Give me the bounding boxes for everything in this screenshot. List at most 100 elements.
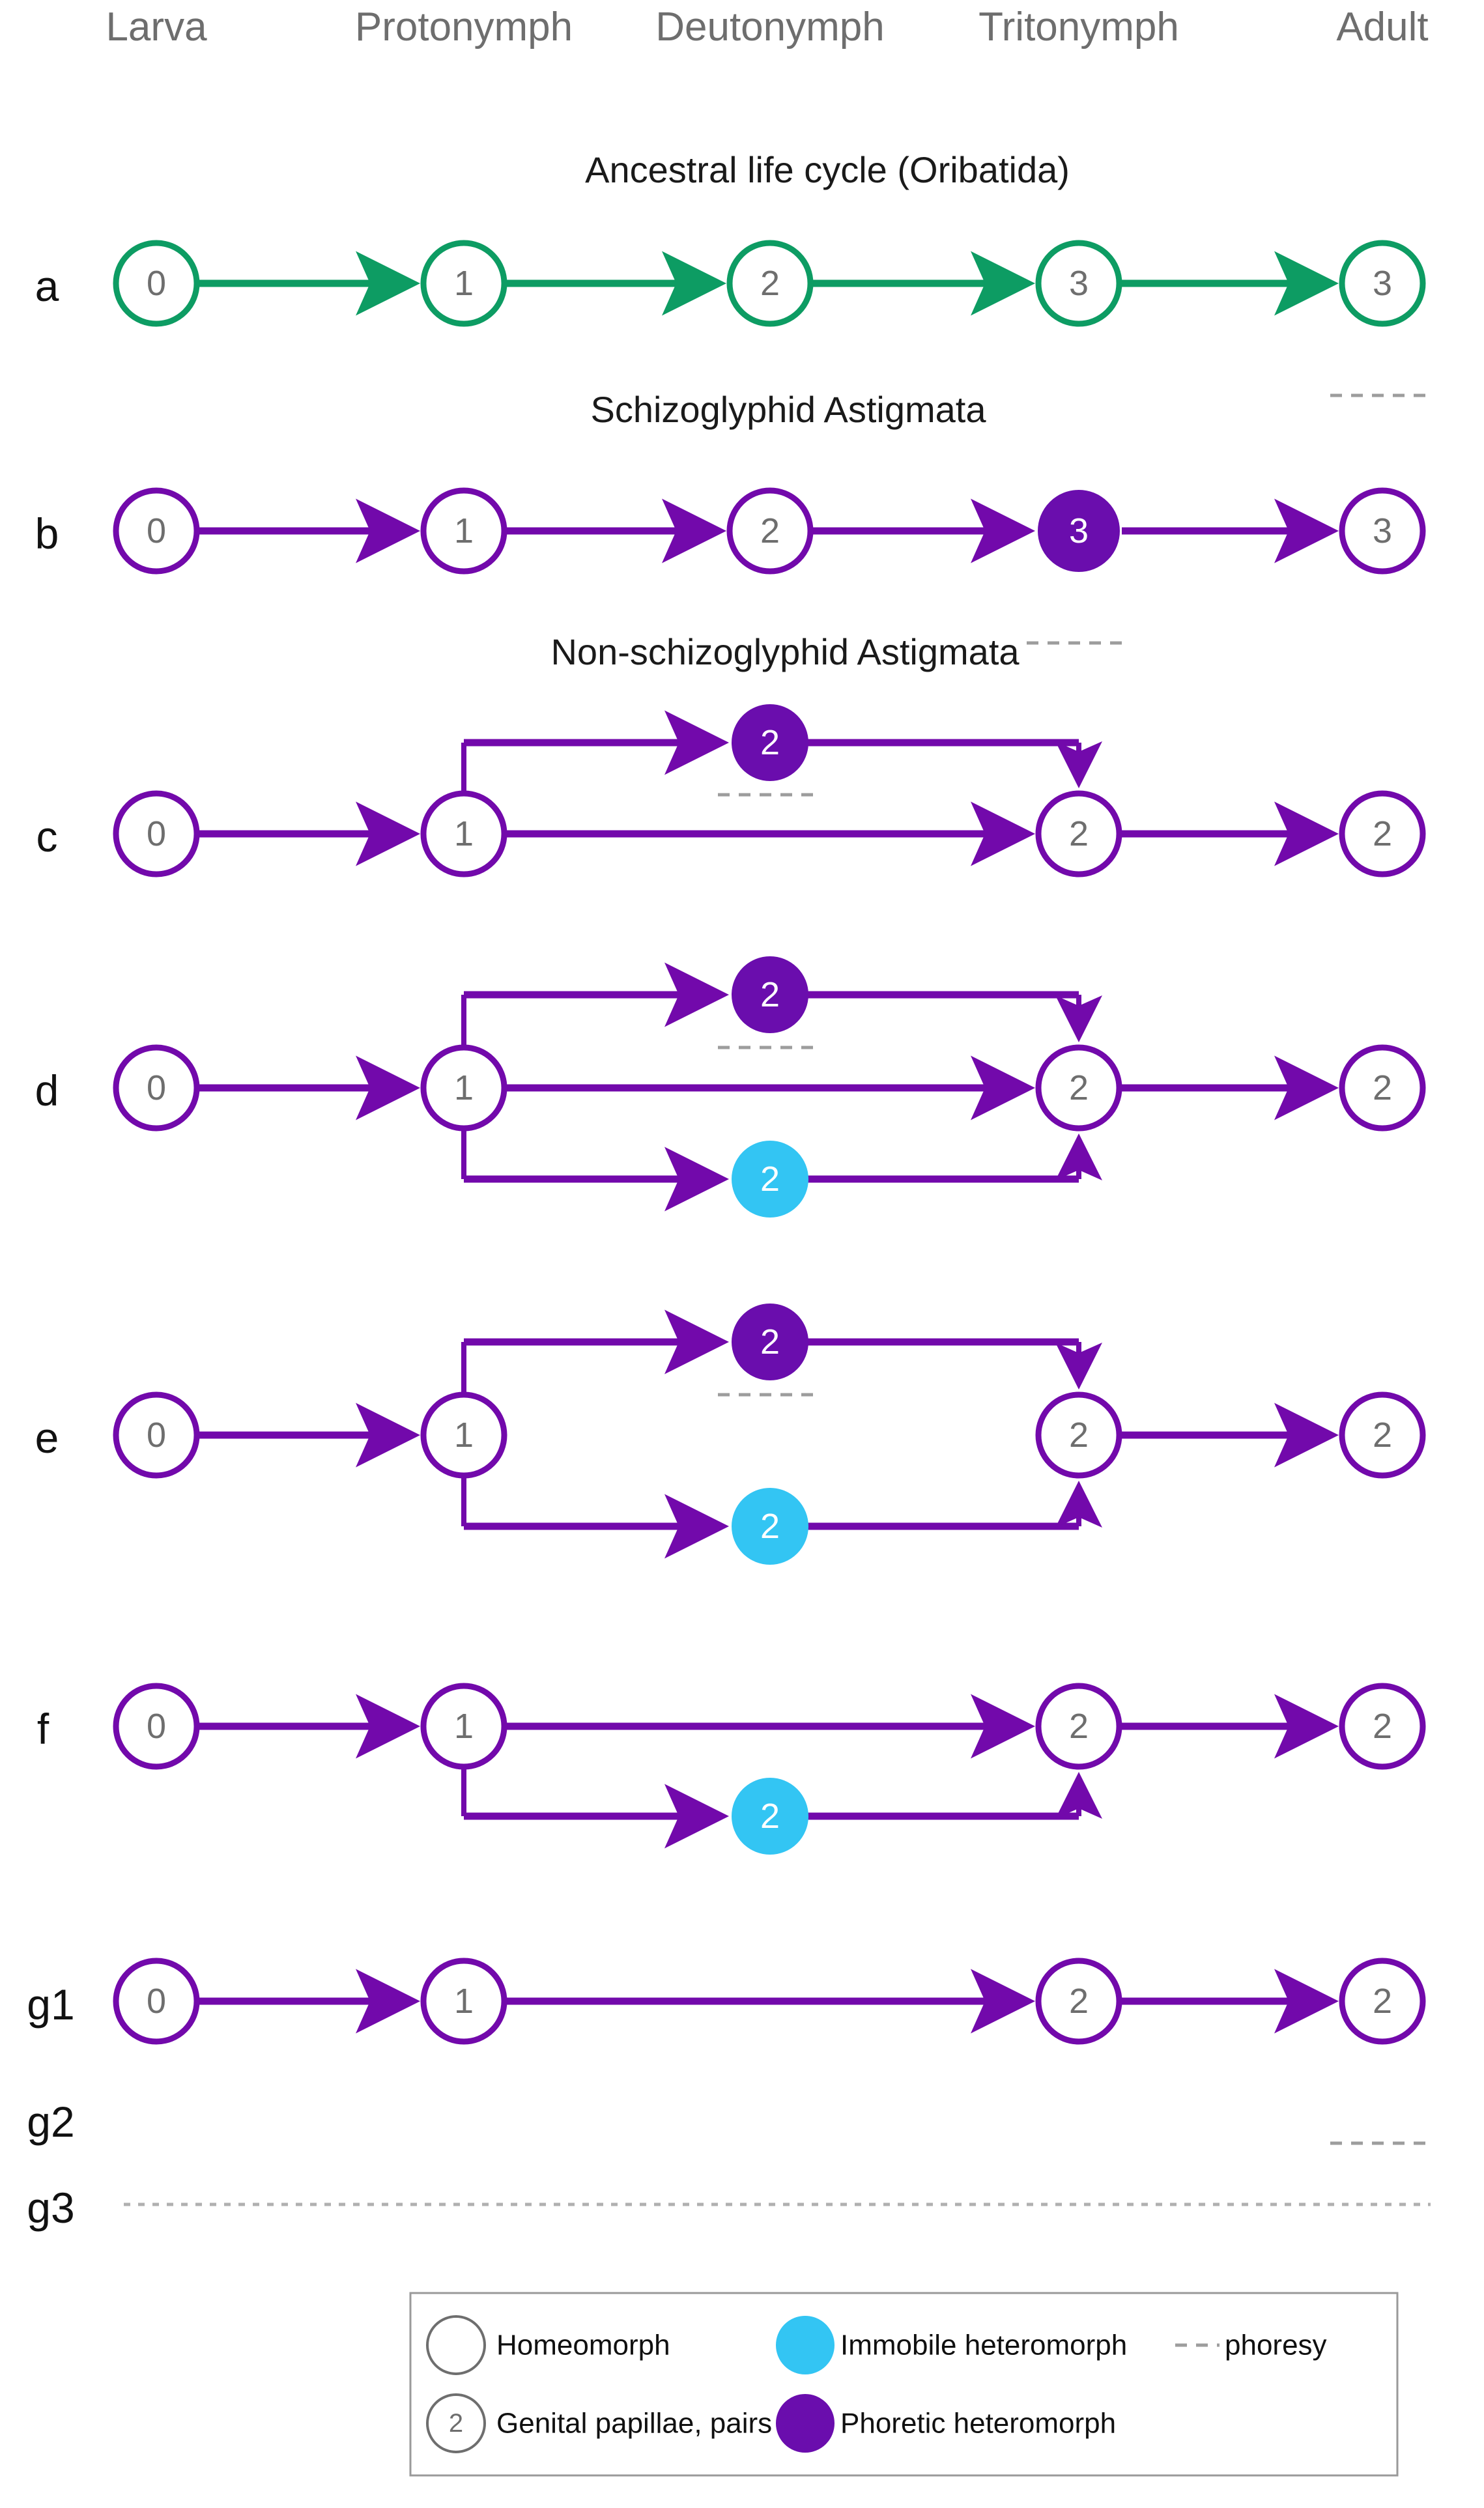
node-e-protonymph[interactable] (420, 1391, 507, 1479)
node-value-d-branch-0: 2 (760, 975, 780, 1014)
node-value-f-branch-0: 2 (760, 1797, 780, 1836)
node-e-branch-phoretic[interactable] (732, 1304, 808, 1380)
node-value-e-tritonymph: 2 (1069, 1416, 1089, 1455)
node-value-d-adult: 2 (1373, 1068, 1392, 1107)
node-value-e-adult: 2 (1373, 1416, 1392, 1455)
node-value-e-branch-1: 2 (760, 1507, 780, 1546)
legend-marker-value-genital-papillae: 2 (449, 2409, 463, 2438)
node-b-protonymph[interactable] (420, 487, 507, 575)
node-a-larva[interactable] (113, 240, 200, 327)
node-d-branch-phoretic[interactable] (732, 956, 808, 1033)
node-f-branch-immobile[interactable] (732, 1778, 808, 1855)
node-b-tritonymph[interactable] (1038, 490, 1120, 572)
node-value-e-branch-0: 2 (760, 1322, 780, 1361)
node-value-d-protonymph: 1 (454, 1068, 474, 1107)
node-value-c-tritonymph: 2 (1069, 814, 1089, 853)
node-c-protonymph[interactable] (420, 790, 507, 877)
node-value-a-adult: 3 (1373, 264, 1392, 303)
node-value-d-branch-1: 2 (760, 1160, 780, 1199)
node-value-b-larva: 0 (147, 511, 166, 550)
node-b-larva[interactable] (113, 487, 200, 575)
row-label-a: a (35, 262, 59, 310)
row-label-b: b (35, 509, 59, 558)
node-c-adult[interactable] (1339, 790, 1426, 877)
node-d-branch-immobile[interactable] (732, 1141, 808, 1218)
node-value-f-adult: 2 (1373, 1707, 1392, 1746)
node-value-b-protonymph: 1 (454, 511, 474, 550)
legend-label-phoresy: phoresy (1225, 2330, 1327, 2361)
node-d-adult[interactable] (1339, 1044, 1426, 1132)
node-value-g1-protonymph: 1 (454, 1982, 474, 2021)
node-value-f-larva: 0 (147, 1707, 166, 1746)
legend-item-phoretic-heteromorph: Phoretic heteromorph (776, 2394, 1116, 2453)
section-titles: Ancestral life cycle (Oribatida)Schizogl… (550, 149, 1069, 672)
node-e-adult[interactable] (1339, 1391, 1426, 1479)
node-value-b-deutonymph: 2 (760, 511, 780, 550)
node-f-larva[interactable] (113, 1683, 200, 1770)
life-cycle-row-g2: g2 (27, 2098, 1434, 2146)
node-value-g1-adult: 2 (1373, 1982, 1392, 2021)
legend-label-genital-papillae: Genital papillae, pairs (496, 2408, 772, 2440)
node-g1-adult[interactable] (1339, 1958, 1426, 2045)
node-e-tritonymph[interactable] (1035, 1391, 1122, 1479)
column-header-larva: Larva (106, 5, 207, 50)
legend-label-immobile-heteromorph: Immobile heteromorph (840, 2330, 1127, 2361)
legend-box (409, 2292, 1399, 2477)
node-value-c-adult: 2 (1373, 814, 1392, 853)
node-c-larva[interactable] (113, 790, 200, 877)
node-a-protonymph[interactable] (420, 240, 507, 327)
node-value-e-larva: 0 (147, 1416, 166, 1455)
node-value-b-tritonymph: 3 (1069, 511, 1089, 550)
column-header-deutonymph: Deutonymph (655, 5, 885, 50)
row-label-g2: g2 (27, 2098, 74, 2146)
row-label-g3: g3 (27, 2184, 74, 2232)
node-value-a-larva: 0 (147, 264, 166, 303)
node-e-larva[interactable] (113, 1391, 200, 1479)
node-value-e-protonymph: 1 (454, 1416, 474, 1455)
node-a-deutonymph[interactable] (726, 240, 814, 327)
node-f-protonymph[interactable] (420, 1683, 507, 1770)
node-d-protonymph[interactable] (420, 1044, 507, 1132)
node-value-a-protonymph: 1 (454, 264, 474, 303)
node-a-adult[interactable] (1339, 240, 1426, 327)
node-c-tritonymph[interactable] (1035, 790, 1122, 877)
column-header-tritonymph: Tritonymph (978, 5, 1179, 50)
row-label-c: c (36, 812, 58, 861)
node-b-deutonymph[interactable] (726, 487, 814, 575)
legend-marker-genital-papillae-icon (426, 2393, 486, 2453)
node-d-larva[interactable] (113, 1044, 200, 1132)
legend-label-phoretic-heteromorph: Phoretic heteromorph (840, 2408, 1116, 2440)
legend-item-homeomorph: Homeomorph (426, 2315, 670, 2375)
legend-marker-phoretic-heteromorph-icon (776, 2394, 835, 2453)
node-g1-protonymph[interactable] (420, 1958, 507, 2045)
legend-item-phoresy: phoresy (1175, 2330, 1327, 2361)
legend: Homeomorph Immobile heteromorph phoresy 2 Ge… (409, 2292, 1399, 2477)
legend-label-homeomorph: Homeomorph (496, 2330, 670, 2361)
section-title-0: Ancestral life cycle (Oribatida) (585, 149, 1070, 190)
node-value-g1-larva: 0 (147, 1982, 166, 2021)
node-f-tritonymph[interactable] (1035, 1683, 1122, 1770)
node-a-tritonymph[interactable] (1035, 240, 1122, 327)
node-value-f-protonymph: 1 (454, 1707, 474, 1746)
node-d-tritonymph[interactable] (1035, 1044, 1122, 1132)
node-g1-larva[interactable] (113, 1958, 200, 2045)
node-f-adult[interactable] (1339, 1683, 1426, 1770)
node-value-a-tritonymph: 3 (1069, 264, 1089, 303)
node-b-adult[interactable] (1339, 487, 1426, 575)
row-label-d: d (35, 1066, 59, 1115)
legend-item-immobile-heteromorph: Immobile heteromorph (776, 2316, 1127, 2374)
node-value-c-branch-0: 2 (760, 723, 780, 762)
section-title-2: Non-schizoglyphid Astigmata (550, 631, 1020, 672)
node-e-branch-immobile[interactable] (732, 1488, 808, 1565)
legend-marker-homeomorph-icon (426, 2315, 486, 2375)
node-g1-tritonymph[interactable] (1035, 1958, 1122, 2045)
node-c-branch-phoretic[interactable] (732, 704, 808, 781)
